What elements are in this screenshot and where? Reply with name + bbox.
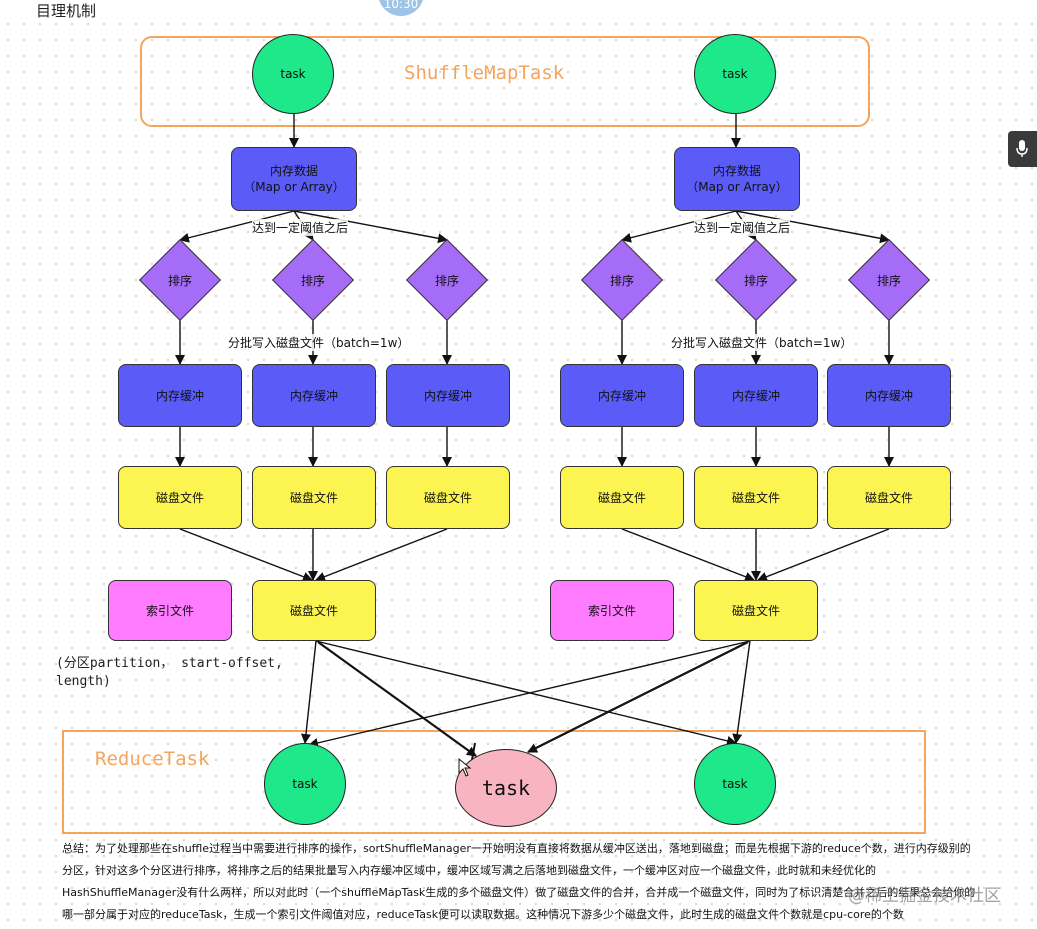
map-task-right: task (694, 34, 776, 114)
merged-disk-file-left: 磁盘文件 (252, 580, 376, 641)
reduce-task-right: task (694, 743, 776, 825)
merged-disk-file-right: 磁盘文件 (694, 580, 818, 641)
batch-write-label-left: 分批写入磁盘文件（batch=1w） (228, 334, 410, 351)
memory-buffer-right-3: 内存缓冲 (827, 364, 951, 427)
reduce-task-frame (62, 730, 926, 834)
memory-buffer-right-1: 内存缓冲 (560, 364, 684, 427)
watermark: @稀土掘金技术社区 (848, 886, 1001, 906)
memory-data-right-line1: 内存数据 (712, 164, 761, 178)
summary-text: 总结：为了处理那些在shuffle过程当中需要进行排序的操作，sortShuff… (62, 838, 992, 926)
sort-diamond-right-1: 排序 (581, 239, 663, 321)
top-bar: 目理机制 10:30 (0, 0, 1037, 22)
sort-label: 排序 (167, 273, 192, 288)
disk-file-right-1: 磁盘文件 (560, 466, 684, 529)
memory-buffer-right-2: 内存缓冲 (694, 364, 818, 427)
sort-label: 排序 (876, 273, 901, 288)
memory-data-right-line2: （Map or Array） (686, 180, 788, 194)
clock-badge: 10:30 (378, 0, 424, 16)
disk-file-left-2: 磁盘文件 (252, 466, 376, 529)
threshold-label-left: 达到一定阈值之后 (252, 219, 349, 236)
disk-file-right-2: 磁盘文件 (694, 466, 818, 529)
summary-line-3: HashShuffleManager没有什么两样，所以对此时（一个shuffle… (62, 886, 976, 899)
microphone-icon (1016, 140, 1028, 157)
summary-line-2: 分区，针对这多个分区进行排序，将排序之后的结果批量写入内存缓冲区域中，缓冲区域写… (62, 864, 876, 877)
map-task-left: task (252, 34, 334, 114)
sort-label: 排序 (609, 273, 634, 288)
memory-buffer-left-1: 内存缓冲 (118, 364, 242, 427)
reduce-task-left: task (264, 743, 346, 825)
sort-diamond-left-1: 排序 (139, 239, 221, 321)
sort-diamond-left-2: 排序 (272, 239, 354, 321)
partition-note-line2: length) (56, 674, 111, 689)
summary-line-4: 哪一部分属于对应的reduceTask，生成一个索引文件阈值对应，reduceT… (62, 908, 904, 921)
shuffle-map-task-title: ShuffleMapTask (404, 62, 565, 84)
disk-file-right-3: 磁盘文件 (827, 466, 951, 529)
partition-note: (分区partition， start-offset, length) (56, 655, 283, 691)
sort-label: 排序 (743, 273, 768, 288)
sort-label: 排序 (300, 273, 325, 288)
mouse-cursor-icon (458, 758, 472, 777)
sort-label: 排序 (434, 273, 459, 288)
memory-data-right: 内存数据 （Map or Array） (674, 147, 800, 211)
reduce-task-title: ReduceTask (95, 748, 210, 770)
index-file-right: 索引文件 (550, 580, 674, 641)
reduce-task-highlighted: task (455, 749, 557, 827)
shuffle-map-task-frame (140, 36, 870, 127)
threshold-label-right: 达到一定阈值之后 (694, 219, 791, 236)
disk-file-left-3: 磁盘文件 (386, 466, 510, 529)
memory-buffer-left-2: 内存缓冲 (252, 364, 376, 427)
summary-line-1: 总结：为了处理那些在shuffle过程当中需要进行排序的操作，sortShuff… (62, 842, 971, 855)
memory-data-left-line2: （Map or Array） (243, 180, 345, 194)
batch-write-label-right: 分批写入磁盘文件（batch=1w） (671, 334, 853, 351)
sort-diamond-left-3: 排序 (406, 239, 488, 321)
microphone-button[interactable] (1008, 131, 1037, 167)
sort-diamond-right-3: 排序 (848, 239, 930, 321)
top-left-label: 目理机制 (36, 2, 97, 20)
index-file-left: 索引文件 (108, 580, 232, 641)
memory-data-left: 内存数据 （Map or Array） (231, 147, 357, 211)
sort-diamond-right-2: 排序 (715, 239, 797, 321)
memory-data-left-line1: 内存数据 (269, 164, 318, 178)
memory-buffer-left-3: 内存缓冲 (386, 364, 510, 427)
partition-note-line1: (分区partition， start-offset, (56, 656, 283, 671)
disk-file-left-1: 磁盘文件 (118, 466, 242, 529)
